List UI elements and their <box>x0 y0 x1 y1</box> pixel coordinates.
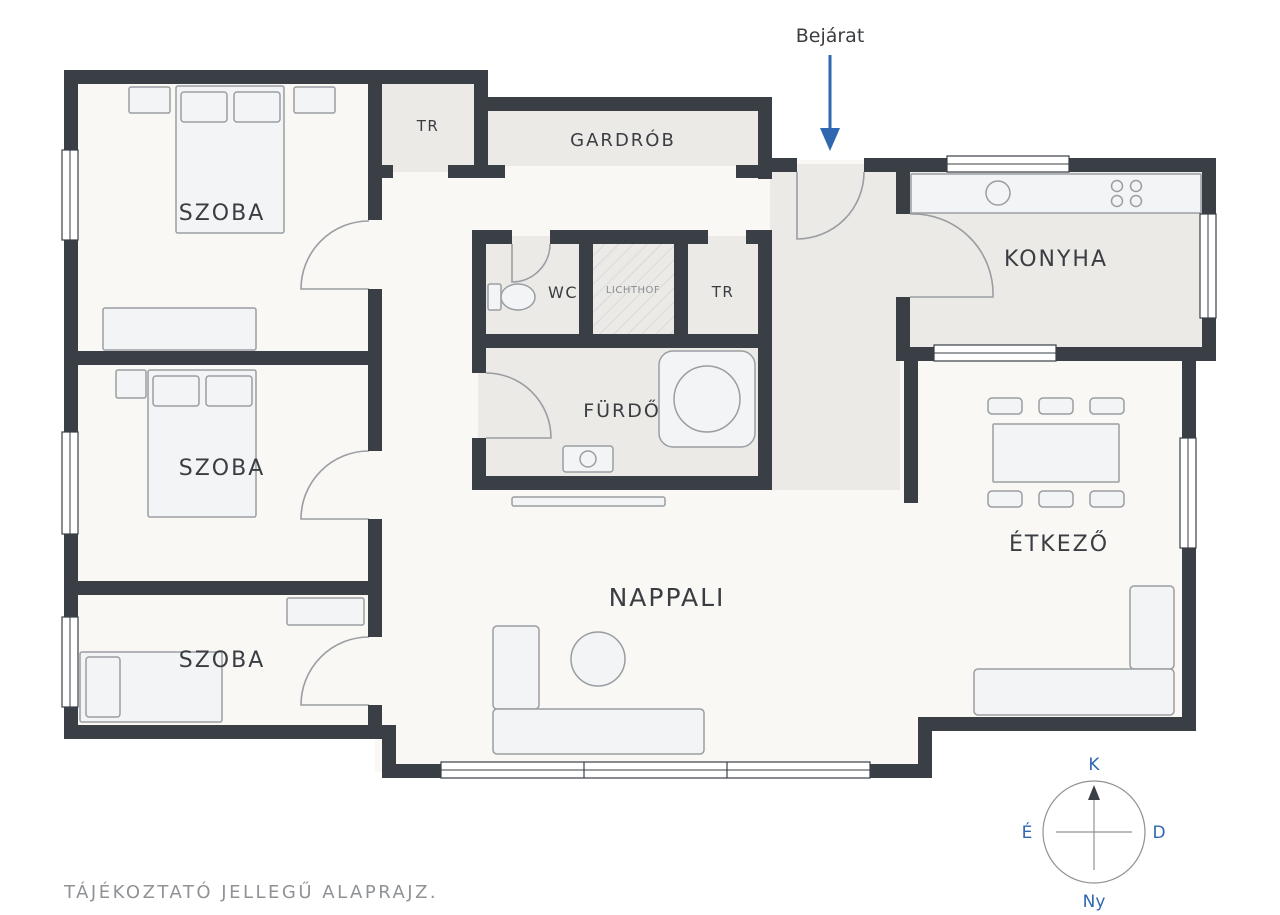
door-kitchen <box>909 213 994 298</box>
room-label-bedroom-middle: SZOBA <box>179 456 266 481</box>
pillow <box>233 91 281 123</box>
compass: K Ny É D <box>1022 755 1166 912</box>
stove-burner <box>1129 194 1143 208</box>
furniture <box>79 85 1202 755</box>
room-label-storage-middle: TR <box>711 283 735 301</box>
compass-ring-icon <box>1042 780 1146 884</box>
sofa <box>973 668 1175 716</box>
sink-basin <box>579 450 597 468</box>
pillow <box>152 375 200 407</box>
room-label-bathroom: FÜRDŐ <box>583 398 661 422</box>
stove-burner <box>1110 194 1124 208</box>
nightstand <box>128 86 171 114</box>
coffee-table <box>570 631 626 687</box>
toilet-bowl <box>500 283 536 311</box>
room-label-wardrobe: GARDRÓB <box>570 129 676 151</box>
nightstand <box>115 369 147 399</box>
compass-south: Ny <box>1083 892 1106 912</box>
room-label-kitchen: KONYHA <box>1004 247 1108 272</box>
sofa-side <box>1129 585 1175 670</box>
doors <box>300 171 994 706</box>
pillow <box>180 91 228 123</box>
pillow <box>205 375 253 407</box>
compass-north: K <box>1088 755 1100 775</box>
arrow-down-icon <box>820 128 840 151</box>
entrance-label: Bejárat <box>796 25 865 47</box>
room-label-bedroom-top: SZOBA <box>179 201 266 226</box>
floors <box>70 76 1210 772</box>
door-bedroom-top <box>300 220 370 290</box>
door-bedroom-bottom <box>300 636 370 706</box>
dining-table <box>992 423 1120 483</box>
chair <box>1038 490 1074 508</box>
dresser <box>102 307 257 351</box>
compass-west: É <box>1022 821 1033 843</box>
chair <box>1089 490 1125 508</box>
room-label-bedroom-bottom: SZOBA <box>179 648 266 673</box>
room-label-living: NAPPALI <box>609 583 726 612</box>
sofa-side <box>492 625 540 710</box>
sofa <box>492 708 705 755</box>
door-wc <box>511 243 551 283</box>
room-label-lightwell: LICHTHOF <box>606 285 660 296</box>
windows <box>61 149 1217 779</box>
room-label-wc: WC <box>548 283 578 302</box>
floor-wardrobe <box>483 104 768 166</box>
door-bathroom <box>485 372 552 439</box>
room-labels: SZOBA SZOBA SZOBA TR GARDRÓB WC LICHTHOF… <box>179 117 1109 673</box>
kitchen-counter <box>910 173 1202 214</box>
door-entrance <box>796 171 865 240</box>
floor-hallway <box>770 164 900 490</box>
north-arrow-icon <box>1088 785 1100 800</box>
door-bedroom-middle <box>300 450 370 520</box>
chair <box>987 490 1023 508</box>
compass-east: D <box>1152 823 1165 843</box>
stove-burner <box>1110 179 1124 193</box>
toilet-tank <box>487 283 502 311</box>
lightwell-hatch <box>588 242 680 338</box>
room-label-storage-top: TR <box>416 117 440 135</box>
chair <box>1038 397 1074 415</box>
tub-basin <box>673 365 741 433</box>
entrance-marker: Bejárat <box>796 25 865 151</box>
disclaimer-note: TÁJÉKOZTATÓ JELLEGŰ ALAPRAJZ. <box>63 881 438 903</box>
chair <box>987 397 1023 415</box>
stove-burner <box>1129 179 1143 193</box>
kitchen-sink <box>985 180 1011 206</box>
shelf <box>511 496 666 507</box>
pillow <box>85 656 121 718</box>
room-label-dining: ÉTKEZŐ <box>1009 531 1109 557</box>
desk <box>286 597 365 626</box>
chair <box>1089 397 1125 415</box>
nightstand <box>293 86 336 114</box>
floor-storage-top <box>375 76 483 172</box>
